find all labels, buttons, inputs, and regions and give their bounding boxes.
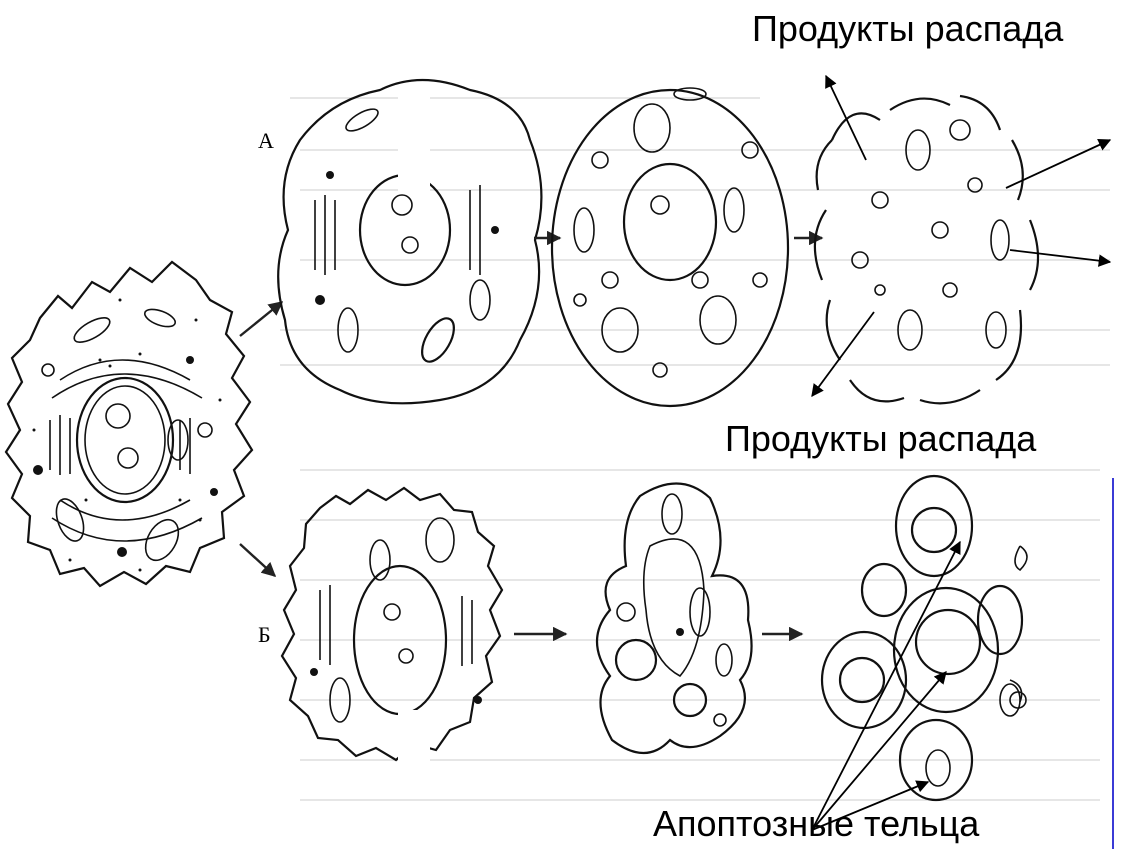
arrow-decay-label-top: [826, 76, 866, 160]
arrow-to-necrosis: [240, 302, 282, 336]
label-pathway-a: А: [258, 128, 274, 154]
apoptosis-stage-1-cell: [282, 488, 502, 760]
arrow-decay-label-middle: [812, 312, 874, 396]
label-apoptotic-bodies: Апоптозные тельца: [653, 803, 979, 845]
blank-patch-bottom: [398, 710, 430, 790]
original-cell: [6, 262, 252, 586]
arrow-to-apoptosis: [240, 544, 275, 576]
label-decay-products-middle: Продукты распада: [725, 418, 1036, 460]
blank-patch-top: [398, 90, 430, 192]
label-pathway-b: Б: [258, 622, 271, 648]
necrosis-stage-2-cell: [552, 88, 788, 406]
arrow-body-1: [812, 542, 960, 830]
label-decay-products-top: Продукты распада: [752, 8, 1063, 50]
necrosis-stage-3-cell: [815, 96, 1038, 403]
apoptosis-stage-2-cell: [597, 483, 752, 753]
